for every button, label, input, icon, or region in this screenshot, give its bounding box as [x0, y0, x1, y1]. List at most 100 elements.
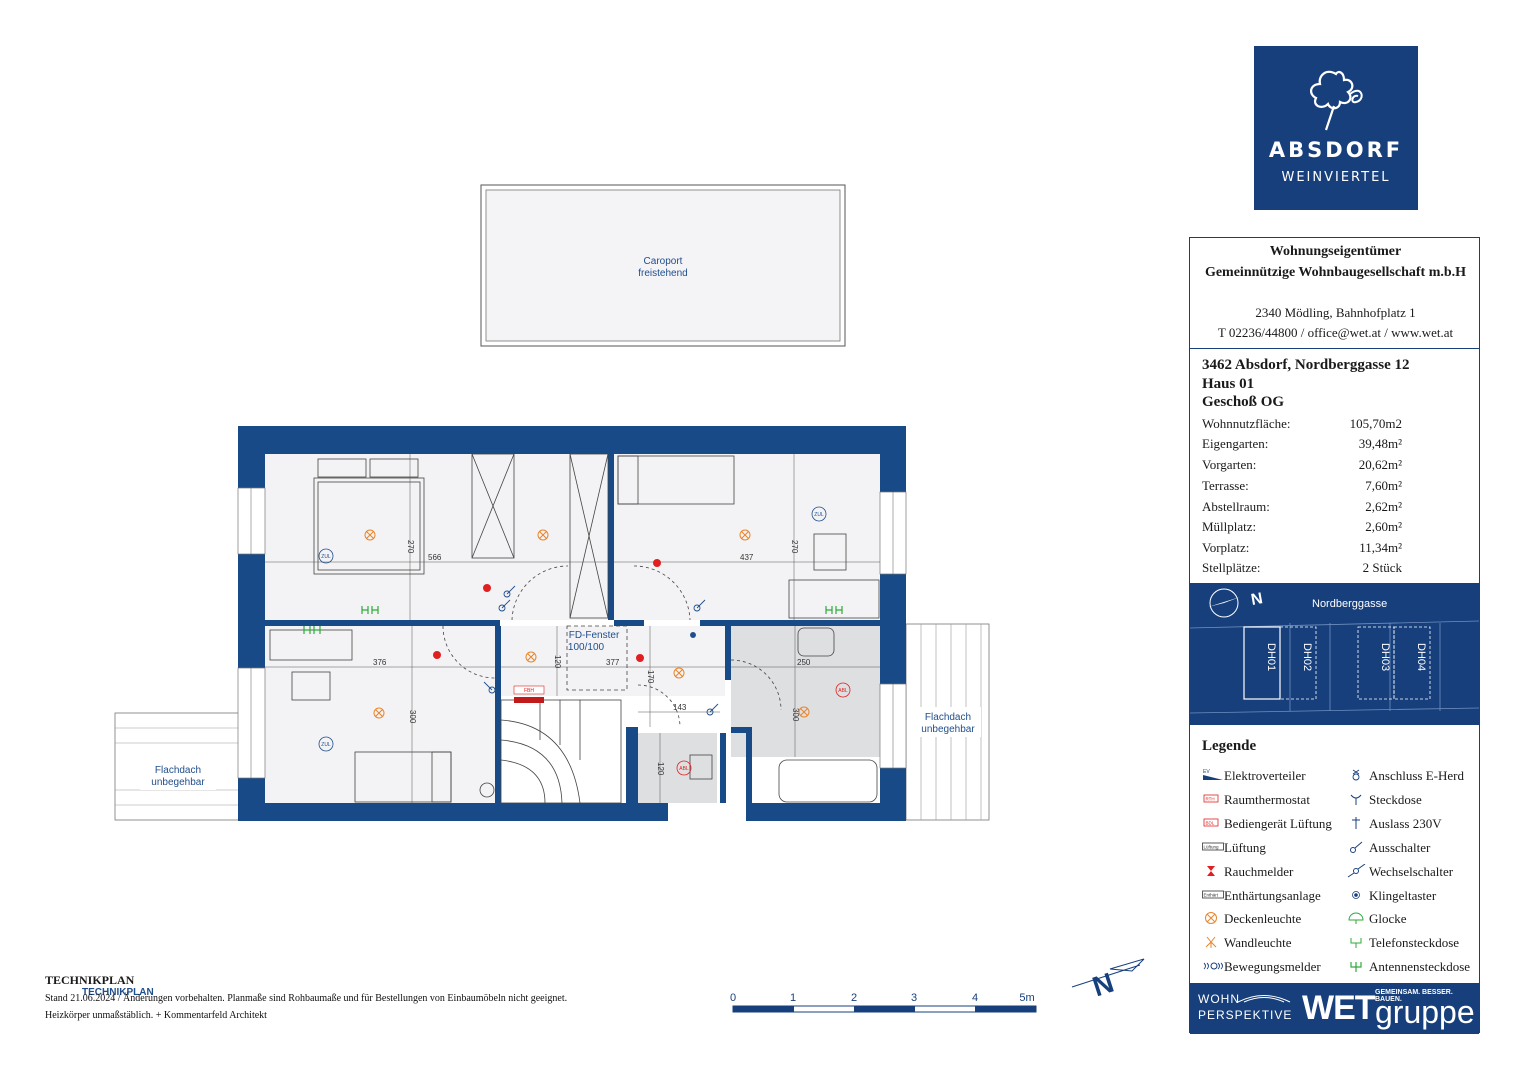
area-row: Vorgarten:20,62m² — [1202, 457, 1402, 472]
north-letter: N — [1089, 967, 1118, 999]
owner-company: Gemeinnützige Wohnbaugesellschaft m.b.H — [1204, 265, 1467, 280]
dim-300-a: 300 — [408, 710, 417, 724]
raumthermostat-icon: RTH — [1203, 794, 1219, 803]
site-house-4: DH04 — [1415, 643, 1427, 671]
owner-heading: Wohnungseigentümer — [1269, 244, 1402, 259]
svg-text:RTH: RTH — [1206, 797, 1215, 802]
legend-item: Ausschalter — [1347, 840, 1430, 856]
legend-item: Rauchmelder — [1202, 864, 1293, 880]
e-herd-icon — [1352, 769, 1360, 781]
scale-label-3: 3 — [911, 992, 917, 1004]
rauchmelder-symbols — [433, 559, 661, 662]
fbh-marker: FBH — [524, 688, 534, 694]
legend-item: Klingeltaster — [1347, 888, 1436, 904]
area-row: Abstellraum:2,62m² — [1202, 499, 1402, 514]
dim-566: 566 — [428, 553, 442, 562]
area-row: Vorplatz:11,34m² — [1202, 540, 1402, 555]
owner-contact: T 02236/44800 / office@wet.at / www.wet.… — [1217, 325, 1454, 340]
legend-item: Wechselschalter — [1347, 864, 1453, 880]
auslass-icon — [1352, 817, 1360, 829]
legend-item: Wandleuchte — [1202, 935, 1292, 951]
footer-wet: WET — [1302, 989, 1376, 1027]
elektroverteiler-icon: EV — [1203, 769, 1223, 780]
owner-address: 2340 Mödling, Bahnhofplatz 1 — [1255, 305, 1416, 320]
legend-item: Bewegungsmelder — [1202, 959, 1321, 975]
bediengeraet-icon: BDL — [1203, 818, 1219, 827]
svg-text:Lüftung: Lüftung — [1204, 845, 1220, 850]
flachdach-right-label-2: unbegehbar — [921, 724, 975, 735]
rauchmelder-icon — [1207, 866, 1215, 876]
zul-marker-2: ZUL — [814, 512, 824, 518]
floor-plan: Caroport freistehend Flachdach unbegehba… — [114, 184, 990, 821]
property-house: Haus 01 — [1202, 376, 1255, 392]
dim-376: 376 — [373, 658, 387, 667]
absdorf-logo: ABSDORF WEINVIERTEL — [1254, 46, 1418, 210]
fd-fenster-label-1: FD-Fenster — [569, 630, 620, 641]
dim-377: 377 — [606, 658, 620, 667]
logo-region: WEINVIERTEL — [1281, 170, 1391, 185]
flachdach-right: Flachdach unbegehbar — [905, 623, 990, 821]
street-label: Nordberggasse — [1312, 598, 1387, 610]
dim-250: 250 — [797, 658, 811, 667]
scale-label-0: 0 — [730, 992, 736, 1004]
scale-label-2: 2 — [851, 992, 857, 1004]
flachdach-left-label-1: Flachdach — [155, 765, 201, 776]
wandleuchte-icon — [1205, 936, 1217, 948]
ausschalter-icon — [1350, 841, 1363, 853]
site-north-letter: N — [1250, 590, 1264, 609]
flachdach-left: Flachdach unbegehbar — [114, 712, 240, 821]
carport-label-1: Caroport — [644, 256, 683, 267]
property-floor: Geschoß OG — [1202, 394, 1285, 410]
deckenleuchte-symbols — [364, 529, 810, 719]
dim-120-b: 120 — [656, 762, 665, 776]
windows — [237, 487, 907, 779]
scale-label-1: 1 — [790, 992, 796, 1004]
logo-name: ABSDORF — [1268, 138, 1404, 162]
legend-item: Steckdose — [1347, 792, 1422, 808]
klingeltaster-icon — [1352, 891, 1360, 899]
site-house-2: DH02 — [1301, 643, 1313, 671]
zul-marker-1: ZUL — [321, 554, 331, 560]
carport: Caroport freistehend — [480, 184, 846, 347]
notes-title: TECHNIKPLAN — [45, 973, 135, 987]
notes-line-1: Stand 21.06.2024 / Änderungen vorbehalte… — [45, 993, 568, 1004]
area-row: Müllplatz:2,60m² — [1202, 519, 1402, 534]
legend-item: Glocke — [1347, 911, 1407, 927]
area-row: Eigengarten:39,48m² — [1202, 436, 1402, 451]
legend-title: Legende — [1202, 738, 1257, 754]
flachdach-right-label-1: Flachdach — [925, 712, 971, 723]
abl-marker-1: ABL — [838, 688, 848, 694]
telefonsteckdose-icon — [1350, 938, 1362, 948]
area-row: Terrasse:7,60m² — [1202, 478, 1402, 493]
legend-item: Antennensteckdose — [1347, 959, 1470, 975]
area-row: Wohnnutzfläche:105,70m2 — [1202, 416, 1402, 431]
room-fills — [265, 454, 880, 803]
steckdose-icon — [1350, 794, 1362, 805]
svg-text:Enthärt: Enthärt — [1204, 893, 1219, 898]
area-row: Stellplätze:2 Stück — [1202, 560, 1402, 575]
notes-overlay-title: TECHNIKPLAN — [82, 987, 154, 998]
dim-437: 437 — [740, 553, 754, 562]
scale-label-5: 5m — [1019, 992, 1034, 1004]
scale-label-4: 4 — [972, 992, 978, 1004]
green-sockets — [303, 606, 843, 634]
svg-text:BDL: BDL — [1206, 821, 1215, 826]
site-house-3: DH03 — [1379, 643, 1391, 671]
dim-170: 170 — [646, 670, 655, 684]
property-address: 3462 Absdorf, Nordberggasse 12 — [1202, 357, 1410, 373]
enthaertung-icon: Enthärt — [1202, 890, 1224, 899]
svg-text:EV: EV — [1203, 769, 1210, 775]
wet-footer: WOHN PERSPEKTIVE WET gruppe GEMEINSAM. B… — [1190, 983, 1479, 1034]
dim-143: 143 — [673, 703, 687, 712]
glocke-icon — [1348, 912, 1364, 924]
site-map-drawing: DH01 DH02 DH03 DH04 Nordberggasse N — [1189, 588, 1480, 714]
furniture — [269, 453, 880, 804]
dim-120-a: 120 — [553, 655, 562, 669]
site-house-1: DH01 — [1265, 643, 1277, 671]
deckenleuchte-icon — [1205, 912, 1217, 924]
site-map: DH01 DH02 DH03 DH04 Nordberggasse N — [1189, 583, 1480, 725]
legend-item: Anschluss E-Herd — [1347, 768, 1464, 784]
